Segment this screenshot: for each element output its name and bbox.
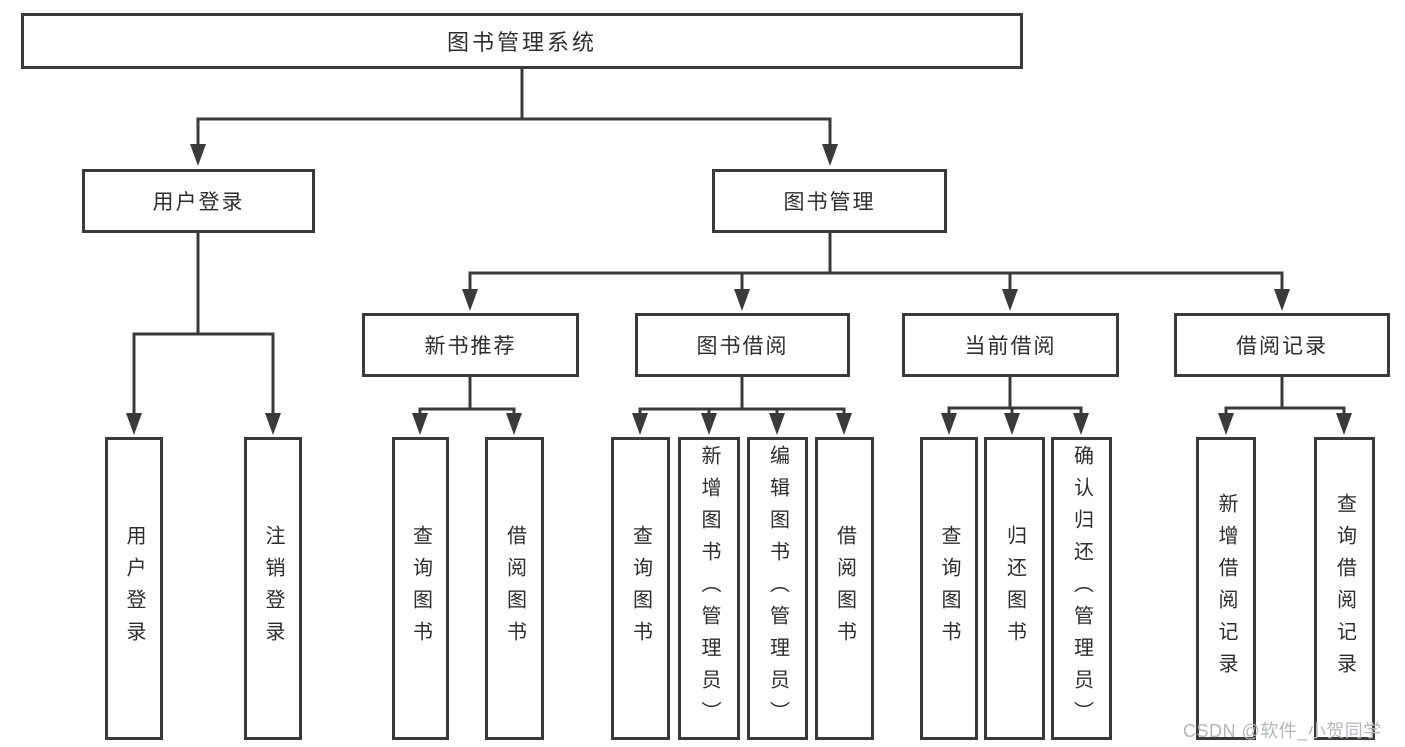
leaf-records-query-record: 查询借阅记录 xyxy=(1314,437,1375,740)
csdn-watermark: CSDN @软件_小贺同学 xyxy=(1183,721,1382,741)
node-book-management-branch: 图书管理 xyxy=(712,169,947,233)
leaf-current-confirm-return-admin: 确认归还（管理员） xyxy=(1051,437,1112,740)
node-root-system: 图书管理系统 xyxy=(21,13,1023,69)
leaf-borrowing-query-books: 查询图书 xyxy=(611,437,670,740)
node-book-borrowing: 图书借阅 xyxy=(635,313,850,377)
leaf-current-return-books: 归还图书 xyxy=(984,437,1045,740)
node-user-login-branch: 用户登录 xyxy=(82,169,315,233)
node-borrowing-records: 借阅记录 xyxy=(1174,313,1390,377)
leaf-borrowing-add-books-admin: 新增图书（管理员） xyxy=(678,437,740,740)
node-new-book-recommend: 新书推荐 xyxy=(362,313,579,377)
leaf-recommend-query-books: 查询图书 xyxy=(392,437,449,740)
node-current-borrowing: 当前借阅 xyxy=(902,313,1119,377)
leaf-records-add-record: 新增借阅记录 xyxy=(1196,437,1256,740)
leaf-current-query-books: 查询图书 xyxy=(920,437,978,740)
leaf-borrowing-borrow-books: 借阅图书 xyxy=(815,437,874,740)
leaf-logout: 注销登录 xyxy=(244,437,302,740)
leaf-borrowing-edit-books-admin: 编辑图书（管理员） xyxy=(747,437,808,740)
leaf-user-login: 用户登录 xyxy=(105,437,163,740)
arrowheads xyxy=(126,144,1352,435)
leaf-recommend-borrow-books: 借阅图书 xyxy=(485,437,544,740)
